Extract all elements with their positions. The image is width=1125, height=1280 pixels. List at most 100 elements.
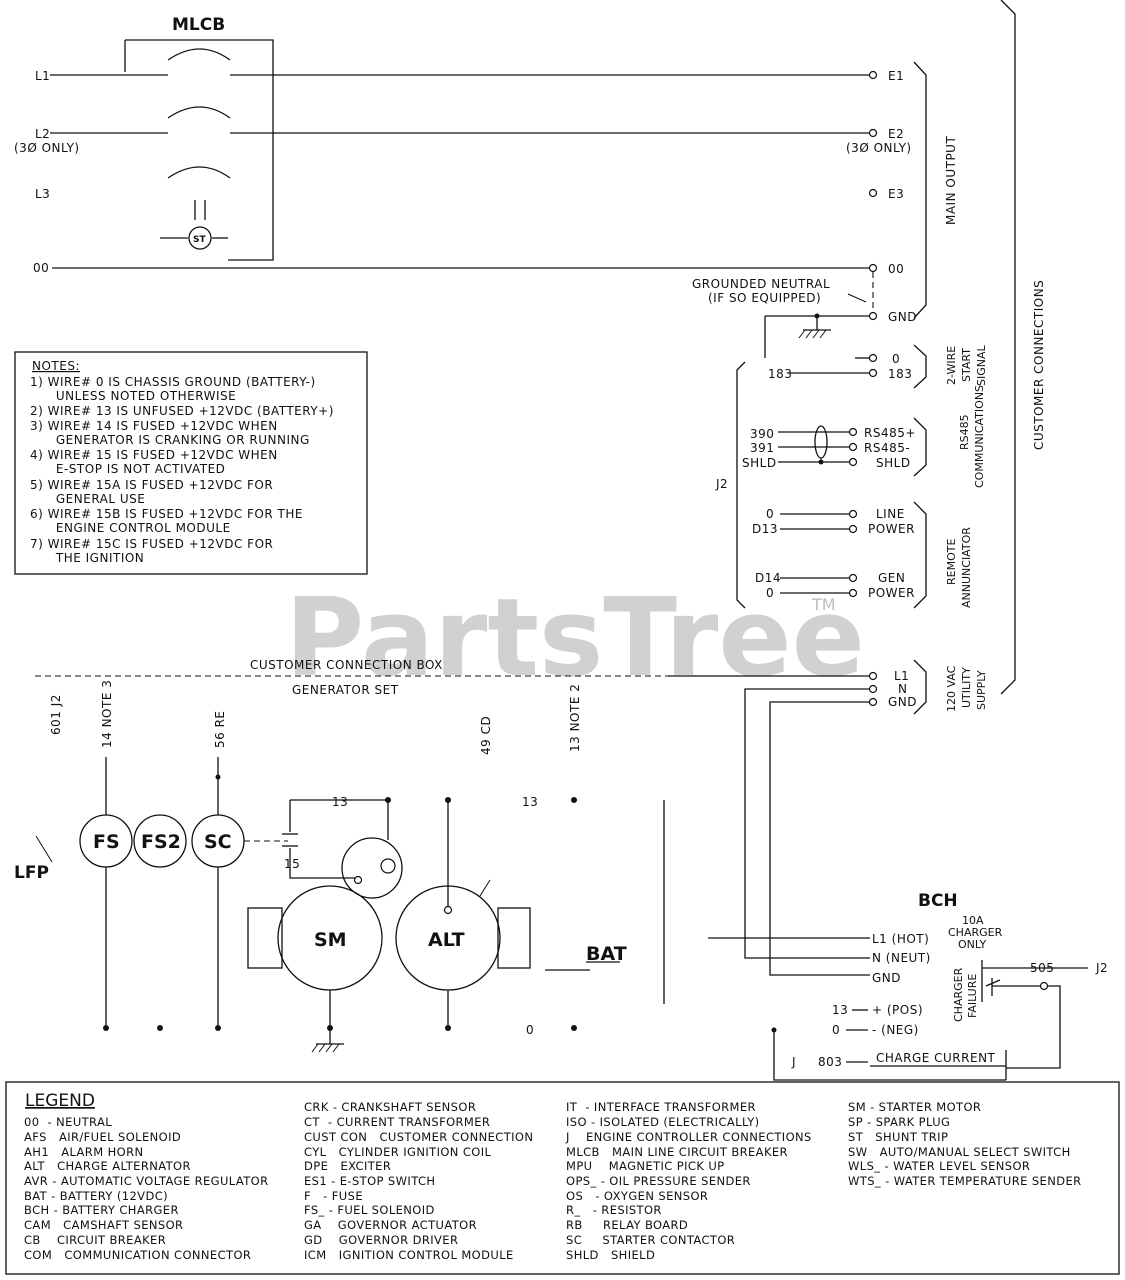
sm-housing: [247, 907, 283, 969]
bch-gnd: GND: [872, 971, 901, 985]
bch-rating-3: ONLY: [958, 938, 987, 951]
utility-line3: SUPPLY: [975, 670, 988, 710]
w13b-label: 13: [522, 795, 538, 809]
legend-item: 00 - NEUTRAL: [24, 1115, 112, 1129]
sc-label: SC: [204, 831, 232, 853]
power1-terminal: [848, 524, 858, 534]
bch-w13: 13: [832, 1003, 848, 1017]
legend-item: AH1 ALARM HORN: [24, 1145, 143, 1159]
legend-item: ES1 - E-STOP SWITCH: [304, 1174, 435, 1188]
note-6: 6) WIRE# 15B IS FUSED +12VDC FOR THE: [30, 507, 303, 521]
watermark-logo: PartsTree: [285, 576, 865, 701]
legend-item: SM - STARTER MOTOR: [848, 1100, 981, 1114]
w391-label: 391: [750, 441, 774, 455]
shld-terminal: [848, 457, 858, 467]
e00-terminal: [868, 263, 878, 273]
main-output-bracket: [913, 61, 927, 319]
legend-item: GA GOVERNOR ACTUATOR: [304, 1218, 477, 1232]
fs2-bottom-dot: [157, 1025, 163, 1031]
e00-label: 00: [888, 262, 904, 276]
legend-item: WLS_ - WATER LEVEL SENSOR: [848, 1159, 1030, 1173]
note-3: 3) WIRE# 14 IS FUSED +12VDC WHEN: [30, 419, 278, 433]
legend-item: SP - SPARK PLUG: [848, 1115, 950, 1129]
grounded-neutral-arrow: [847, 293, 867, 303]
rs485-line2: COMMUNICATIONS: [973, 385, 986, 488]
ul1-label: L1: [894, 669, 909, 683]
legend-item: SW AUTO/MANUAL SELECT SWITCH: [848, 1145, 1071, 1159]
rs485-bracket: [913, 417, 927, 477]
power2-label: POWER: [868, 586, 915, 600]
legend-box: [5, 1081, 1120, 1275]
failure-relay-blade: [985, 979, 1001, 987]
w14-label: 14 NOTE 3: [100, 680, 114, 748]
legend-title: LEGEND: [25, 1091, 95, 1111]
lfp-label: LFP: [14, 863, 49, 883]
three-phase-right: (3Ø ONLY): [846, 141, 912, 155]
sm-bottom-dot: [327, 1025, 333, 1031]
c0b-label: 0: [766, 586, 774, 600]
gen-terminal: [848, 573, 858, 583]
un-label: N: [898, 682, 907, 696]
gnd-terminal: [868, 311, 878, 321]
bat-top-dot: [571, 797, 577, 803]
bch-j1-label: J: [791, 1055, 796, 1069]
j2-bracket: [736, 361, 746, 609]
bch-nneut: N (NEUT): [872, 951, 931, 965]
legend-item: CUST CON CUSTOMER CONNECTION: [304, 1130, 533, 1144]
t183-label: 183: [888, 367, 912, 381]
l3-breaker-arc: [167, 166, 231, 179]
e2-terminal: [868, 128, 878, 138]
starter-solenoid: [341, 837, 403, 899]
legend-col-3: IT - INTERFACE TRANSFORMER ISO - ISOLATE…: [565, 1100, 811, 1262]
remote-line1: REMOTE: [945, 539, 958, 585]
note-3b: GENERATOR IS CRANKING OR RUNNING: [30, 433, 310, 447]
rs485m-label: RS485-: [864, 441, 910, 455]
sm-label: SM: [314, 929, 347, 951]
n00-label: 00: [33, 261, 49, 275]
legend-item: COM COMMUNICATION CONNECTOR: [24, 1248, 251, 1262]
note-1b: UNLESS NOTED OTHERWISE: [30, 389, 236, 403]
w13a-label: 13: [332, 795, 348, 809]
utility-line2: UTILITY: [960, 667, 973, 708]
w0bot-label: 0: [526, 1023, 534, 1037]
j2-label: J2: [715, 477, 728, 491]
d14-label: D14: [755, 571, 781, 585]
d13-label: D13: [752, 522, 778, 536]
legend-item: OS - OXYGEN SENSOR: [566, 1189, 708, 1203]
watermark-tm: TM: [811, 595, 836, 614]
twisted-pair-symbol: [814, 425, 828, 459]
legend-item: CRK - CRANKSHAFT SENSOR: [304, 1100, 476, 1114]
shunt-trip-symbol: [188, 226, 212, 250]
legend-item: FS_ - FUEL SOLENOID: [304, 1203, 435, 1217]
solenoid-terminal-a: [353, 875, 363, 885]
remote-bracket: [913, 501, 927, 609]
line-terminal: [848, 509, 858, 519]
l3-label: L3: [35, 187, 50, 201]
rs485m-terminal: [848, 442, 858, 452]
legend-item: SHLD SHIELD: [566, 1248, 655, 1262]
line-label: LINE: [876, 507, 905, 521]
bch-l1hot: L1 (HOT): [872, 932, 929, 946]
mlcb-box: [125, 39, 274, 261]
charge-current-label: CHARGE CURRENT: [876, 1051, 996, 1065]
main-output-label: MAIN OUTPUT: [944, 136, 958, 225]
customer-box-label: CUSTOMER CONNECTION BOX: [250, 658, 443, 672]
c0a-label: 0: [766, 507, 774, 521]
legend-item: WTS_ - WATER TEMPERATURE SENDER: [848, 1174, 1082, 1188]
bat-label: BAT: [586, 943, 627, 965]
utility-bracket: [913, 659, 927, 715]
legend-item: ISO - ISOLATED (ELECTRICALLY): [566, 1115, 760, 1129]
legend-item: ALT CHARGE ALTERNATOR: [24, 1159, 191, 1173]
w390-label: 390: [750, 427, 774, 441]
legend-item: BCH - BATTERY CHARGER: [24, 1203, 179, 1217]
rs485-line1: RS485: [958, 414, 971, 450]
note-7: 7) WIRE# 15C IS FUSED +12VDC FOR: [30, 537, 273, 551]
w13n-label: 13 NOTE 2: [568, 684, 582, 752]
alt-exciter-lead: [479, 879, 491, 897]
bch-pos: + (POS): [872, 1003, 923, 1017]
bch-label: BCH: [918, 891, 958, 911]
utility-line1: 120 VAC: [945, 665, 958, 712]
bch-rating-2: CHARGER: [948, 926, 1003, 939]
l1-label: L1: [35, 69, 50, 83]
ul1-terminal: [868, 671, 878, 681]
